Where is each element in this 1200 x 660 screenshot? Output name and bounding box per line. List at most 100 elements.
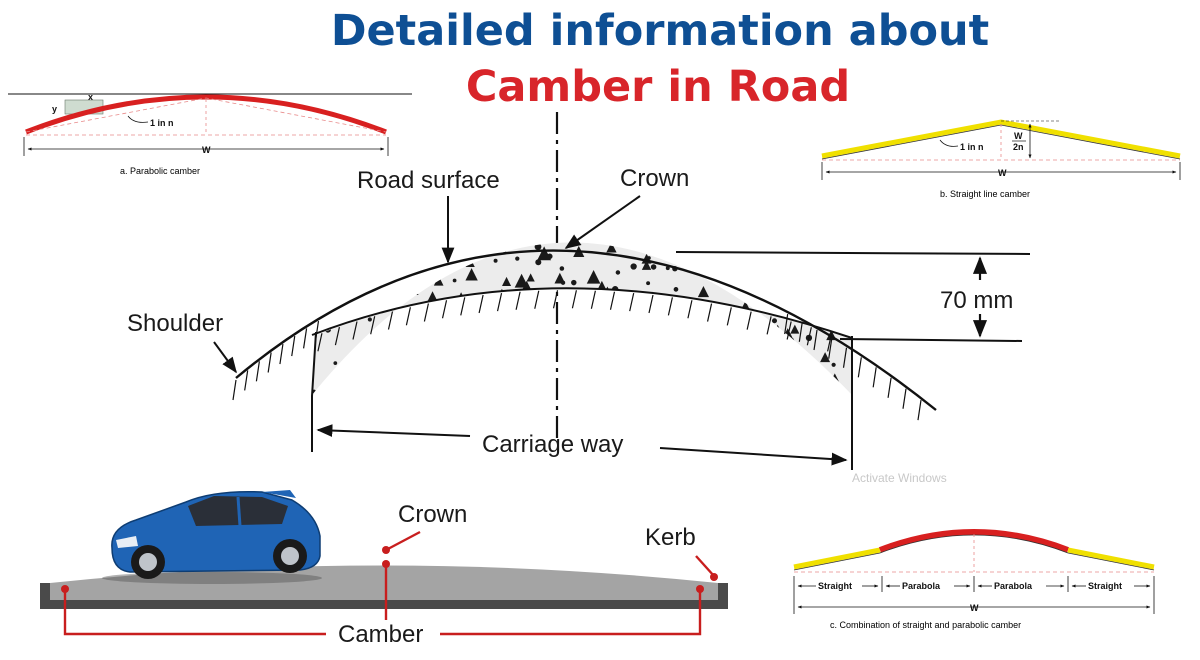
aggregate-stone — [492, 332, 504, 344]
combined-caption: c. Combination of straight and parabolic… — [830, 620, 1021, 630]
aggregate-dot — [666, 316, 673, 323]
scene-crown-label: Crown — [398, 501, 467, 528]
segment-label-3: Parabola — [994, 581, 1033, 591]
slope-label-b: 1 in n — [960, 142, 984, 152]
hatch-stroke — [667, 297, 673, 316]
aggregate-dot — [546, 368, 552, 374]
aggregate-stone — [661, 367, 676, 381]
aggregate-stone — [649, 335, 663, 349]
aggregate-dot — [322, 265, 329, 272]
hatch-stroke — [496, 292, 503, 312]
aggregate-dot — [587, 379, 591, 383]
aggregate-stone — [404, 335, 418, 349]
slope-label: 1 in n — [150, 118, 174, 128]
hatch-stroke — [828, 338, 833, 359]
aggregate-dot — [339, 280, 346, 287]
aggregate-stone — [483, 314, 495, 327]
aggregate-stone — [502, 276, 512, 286]
aggregate-stone — [653, 378, 666, 391]
hatch-stroke — [842, 347, 848, 368]
parabolic-caption: a. Parabolic camber — [120, 166, 200, 176]
aggregate-stone — [595, 364, 608, 376]
aggregate-stone — [466, 389, 476, 395]
aggregate-dot — [454, 356, 462, 364]
hatch-stroke — [798, 321, 803, 342]
hatch-stroke — [784, 313, 789, 335]
aggregate-stone — [834, 242, 847, 251]
aggregate-stone — [606, 242, 617, 253]
aggregate-dot — [373, 368, 380, 376]
aggregate-dot — [737, 246, 742, 251]
aggregate-stone — [662, 370, 672, 380]
subbase-line — [311, 287, 853, 339]
segment-label-4: Straight — [1088, 581, 1122, 591]
hatch-stroke — [857, 357, 862, 378]
hatch-stroke — [423, 303, 429, 322]
aggregate-dot — [835, 255, 839, 260]
hatch-stroke — [687, 300, 693, 319]
aggregate-dot — [398, 242, 407, 250]
aggregate-dot — [460, 249, 466, 255]
hatch-stroke — [609, 291, 616, 310]
aggregate-dot — [564, 323, 569, 328]
aggregate-stone — [391, 329, 401, 338]
aggregate-stone — [435, 379, 449, 393]
straight-caption: b. Straight line camber — [940, 189, 1030, 199]
aggregate-stone — [443, 309, 455, 321]
aggregate-dot — [362, 274, 367, 279]
hatch-stroke — [552, 290, 559, 309]
aggregate-dot — [763, 385, 769, 391]
aggregate-stone — [592, 380, 603, 391]
aggregate-dot — [438, 375, 443, 380]
aggregate-dot — [477, 364, 484, 371]
hatch-stroke — [726, 307, 732, 326]
aggregate-dot — [498, 374, 504, 380]
hatch-stroke — [352, 321, 358, 340]
shoulder-label: Shoulder — [127, 310, 223, 337]
camber-label: Camber — [338, 621, 423, 648]
aggregate-dot — [523, 373, 530, 380]
aggregate-dot — [545, 297, 553, 306]
aggregate-dot — [771, 318, 778, 324]
aggregate-stone — [824, 315, 836, 327]
aggregate-dot — [440, 321, 446, 326]
aggregate-dot — [452, 278, 457, 283]
aggregate-dot — [541, 348, 546, 352]
aggregate-dot — [755, 353, 761, 360]
aggregate-stone — [526, 273, 535, 282]
title-line-2: Camber in Road — [465, 62, 851, 112]
hatch-stroke — [872, 367, 877, 388]
aggregate-dot — [465, 335, 472, 341]
aggregate-stone — [560, 305, 570, 315]
aggregate-dot — [568, 390, 572, 394]
aggregate-stone — [783, 378, 798, 393]
title-line-1: Detailed information about — [330, 6, 990, 56]
aggregate-dot — [457, 380, 465, 389]
aggregate-dot — [493, 258, 498, 263]
carriage-arrow-right — [659, 447, 848, 466]
crown-label: Crown — [620, 165, 689, 192]
y-label: y — [52, 104, 57, 114]
aggregate-dot — [566, 364, 574, 372]
edge-level-line — [839, 338, 1023, 342]
aggregate-dot — [556, 326, 561, 330]
aggregate-dot — [474, 378, 480, 384]
aggregate-dot — [602, 390, 610, 395]
hatch-stroke — [917, 400, 922, 421]
hatch-stroke — [648, 294, 654, 314]
aggregate-stone — [586, 270, 601, 284]
aggregate-dot — [534, 243, 542, 251]
aggregate-stone — [548, 347, 563, 362]
x-label: x — [88, 92, 93, 102]
aggregate-dot — [555, 373, 562, 379]
aggregate-stone — [754, 265, 766, 276]
carriage-way-label: Carriage way — [482, 431, 623, 458]
aggregate-dot — [401, 390, 407, 395]
width-label: W — [202, 145, 211, 155]
segment-label-1: Straight — [818, 581, 852, 591]
aggregate-stone — [786, 290, 797, 301]
aggregate-dot — [435, 319, 439, 324]
combined-camber-diagram: Straight Parabola Parabola Straight W c.… — [793, 529, 1155, 630]
aggregate-stone — [819, 242, 830, 250]
aggregate-stone — [561, 344, 577, 360]
